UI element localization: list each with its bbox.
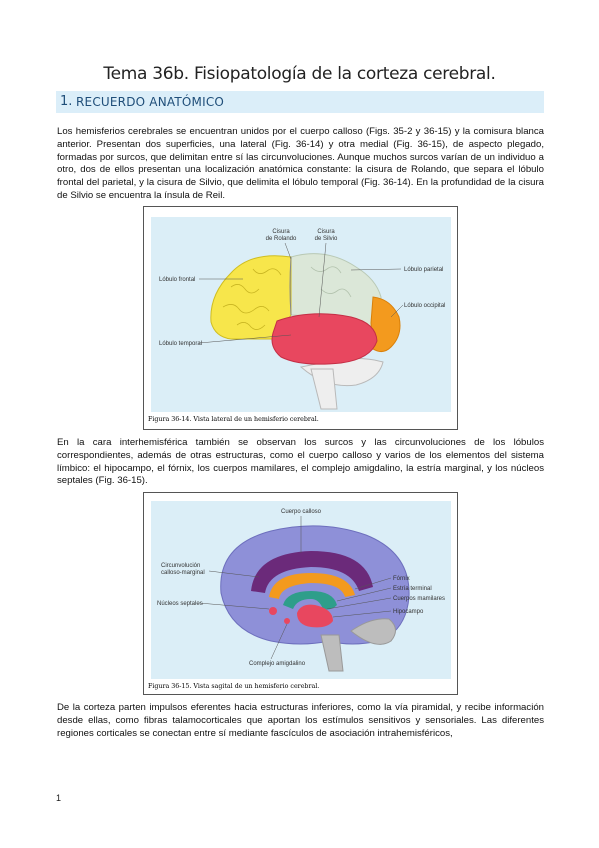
temporal-lobe [271, 313, 378, 365]
lateral-brain-illustration: Cisura de Rolando Cisura de Silvio Lóbul… [151, 217, 451, 412]
amygdala [284, 618, 290, 624]
hemisphere [220, 525, 410, 645]
label-callosum: Cuerpo calloso [281, 509, 322, 515]
figure-sagittal-brain: Cuerpo calloso Circunvolución calloso-ma… [143, 492, 458, 695]
label-mamillary: Cuerpos mamilares [393, 596, 445, 602]
paragraph-3: De la corteza parten impulsos eferentes … [57, 702, 544, 739]
paragraph-2: En la cara interhemisférica también se o… [57, 437, 544, 487]
label-fornix: Fórnix [393, 576, 410, 582]
label-gyrus-1: Circunvolución [161, 563, 200, 569]
fornix [269, 573, 355, 599]
label-amygdala: Complejo amigdalino [249, 661, 306, 667]
label-silvio-2: de Silvio [315, 236, 338, 242]
label-temporal: Lóbulo temporal [159, 341, 202, 347]
label-parietal: Lóbulo parietal [404, 267, 443, 273]
label-occipital: Lóbulo occipital [404, 303, 445, 309]
section-heading: 1. RECUERDO ANATÓMICO [56, 91, 544, 113]
occipital-lobe [370, 296, 401, 353]
cerebellum [350, 618, 396, 645]
brainstem [320, 634, 344, 672]
label-stria: Estría terminal [393, 586, 432, 592]
rolando-fissure [289, 256, 292, 316]
brainstem [310, 368, 338, 410]
document-title: Tema 36b. Fisiopatología de la corteza c… [103, 64, 496, 84]
septal-nuclei [269, 607, 277, 615]
figure-lateral-brain: Cisura de Rolando Cisura de Silvio Lóbul… [143, 206, 458, 430]
section-label: RECUERDO ANATÓMICO [76, 95, 225, 109]
label-rolando-2: de Rolando [266, 236, 297, 242]
figure-2-caption: Figura 36-15. Vista sagital de un hemisf… [148, 683, 320, 690]
paragraph-1: Los hemisferios cerebrales se encuentran… [57, 126, 544, 201]
corpus-callosum-band [251, 551, 373, 593]
hippocampus [297, 604, 333, 628]
label-septal: Núcleos septales [157, 601, 203, 607]
label-gyrus-2: calloso-marginal [161, 570, 205, 576]
stria-terminal [283, 591, 337, 610]
label-frontal: Lóbulo frontal [159, 277, 195, 283]
label-silvio-1: Cisura [317, 229, 335, 235]
page-number: 1 [56, 793, 62, 803]
section-number: 1. [60, 94, 73, 109]
label-hippocampus: Hipocampo [393, 609, 424, 615]
sagittal-brain-illustration: Cuerpo calloso Circunvolución calloso-ma… [151, 501, 451, 679]
figure-1-caption: Figura 36-14. Vista lateral de un hemisf… [148, 416, 319, 423]
label-rolando-1: Cisura [272, 229, 290, 235]
